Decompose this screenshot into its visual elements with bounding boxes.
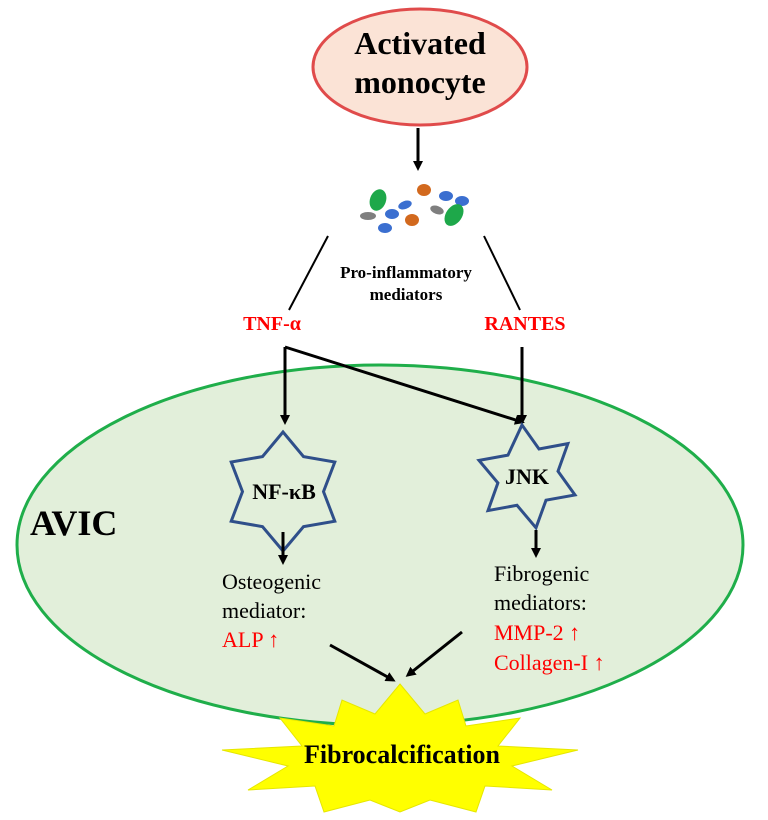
arrow-tnf-to-jnk bbox=[284, 345, 525, 425]
line-to-tnf bbox=[288, 235, 329, 311]
fibrogenic-line2: mediators: bbox=[494, 590, 587, 615]
rantes-label: RANTES bbox=[484, 313, 565, 335]
tnf-alpha-label: TNF-α bbox=[243, 313, 301, 335]
monocyte-label-line1: Activated bbox=[354, 25, 486, 61]
mediator-particles-icon bbox=[360, 184, 469, 233]
osteogenic-line2: mediator: bbox=[222, 598, 306, 623]
fibrogenic-marker-mmp2: MMP-2 ↑ bbox=[494, 620, 580, 645]
mediators-label-line2: mediators bbox=[370, 285, 443, 304]
jnk-label: JNK bbox=[505, 464, 549, 489]
fibrocalcification-burst-icon bbox=[221, 683, 579, 813]
nfkb-label: NF-κB bbox=[252, 479, 316, 504]
avic-label: AVIC bbox=[30, 503, 117, 543]
jnk-star-icon bbox=[476, 422, 578, 531]
arrow-osteogenic-to-outcome bbox=[329, 643, 396, 682]
fibrogenic-marker-collagen: Collagen-I ↑ bbox=[494, 650, 605, 675]
fibrocalcification-label: Fibrocalcification bbox=[304, 740, 500, 769]
arrow-fibrogenic-to-outcome bbox=[405, 630, 463, 677]
monocyte-label-line2: monocyte bbox=[354, 64, 486, 100]
fibrogenic-line1: Fibrogenic bbox=[494, 561, 590, 586]
osteogenic-marker-alp: ALP ↑ bbox=[222, 627, 279, 652]
mediators-label-line1: Pro-inflammatory bbox=[340, 263, 472, 282]
avic-cell bbox=[15, 363, 745, 727]
activated-monocyte-node bbox=[311, 7, 529, 127]
osteogenic-line1: Osteogenic bbox=[222, 569, 321, 594]
line-to-rantes bbox=[483, 235, 521, 311]
